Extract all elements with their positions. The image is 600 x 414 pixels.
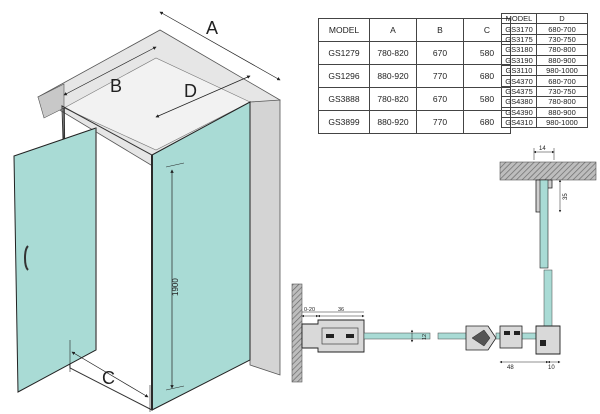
header-model: MODEL [318,18,370,42]
table-row: GS1279 780-820 670 580 [318,41,511,65]
table-cell: GS4375 [501,85,537,98]
table-cell: GS4390 [501,106,537,118]
door-handle [24,245,29,271]
door-glass-panel [13,127,97,393]
table-cell: GS3175 [501,33,537,46]
dimension-height-label: 1900 [171,278,180,296]
table-cell: 670 [416,87,464,111]
table-cell: GS3888 [318,87,370,111]
table-cell: 730-750 [536,85,588,98]
table-header-row: MODEL D [501,12,588,25]
table-header-row: MODEL A B C [318,18,511,42]
table-cell: GS1296 [318,64,370,88]
table-cell: 670 [416,41,464,65]
dimension-b-label: B [110,76,122,96]
table-cell: 680-700 [536,23,588,35]
back-wall-right [249,99,281,376]
dimension-d-label: D [184,81,197,101]
table-cell: 770 [416,64,464,88]
shower-enclosure-view: A B D C 1900 [13,11,281,412]
table-cell: 880-920 [369,64,417,88]
table-cell: GS3899 [318,110,370,134]
table-cell: GS4380 [501,96,537,108]
table-cell: 980-1000 [536,116,588,129]
table-row: GS1296 880-920 770 680 [318,64,511,88]
glass-thickness-label: 12 [422,334,428,340]
table-cell: 880-920 [369,110,417,134]
wall-gap-label: 0-20 [304,307,315,313]
profile-width-label: 36 [338,307,344,313]
table-cell: 770 [416,110,464,134]
table-cell: GS3110 [501,64,537,77]
table-cell: GS3170 [501,23,537,35]
header-a: A [369,18,417,42]
table-row: GS3899 880-920 770 680 [318,110,511,134]
table-row: GS3888 780-820 670 580 [318,87,511,111]
header-model: MODEL [501,12,537,25]
table-cell: 980-1000 [536,64,588,77]
table-cell: GS4370 [501,75,537,87]
dimension-c-label: C [102,368,115,388]
table-cell: 680-700 [536,75,588,87]
back-wall-left [37,83,65,119]
top-width-label: 14 [539,146,546,152]
model-dimensions-table: MODEL A B C GS1279 780-820 670 580 GS129… [318,18,511,134]
plan-section-details: 0-20 36 12 48 10 [291,269,561,383]
top-profile-detail: 14 35 [499,146,597,269]
table-cell: 780-800 [536,44,588,56]
top-depth-label: 35 [563,193,569,200]
table-cell: 880-900 [536,106,588,118]
header-d: D [536,12,588,25]
end-offset-label: 10 [548,365,555,371]
table-cell: 780-800 [536,96,588,108]
header-b: B [416,18,464,42]
table-cell: GS3190 [501,54,537,66]
table-cell: 780-820 [369,41,417,65]
table-cell: GS3180 [501,44,537,56]
table-cell: GS1279 [318,41,370,65]
table-cell: GS4310 [501,116,537,129]
table-cell: 880-900 [536,54,588,66]
profile-depth-label: 48 [507,365,514,371]
side-glass-panel [151,101,251,411]
table-cell: 730-750 [536,33,588,46]
dimension-a-label: A [206,18,218,38]
table-cell: 780-820 [369,87,417,111]
